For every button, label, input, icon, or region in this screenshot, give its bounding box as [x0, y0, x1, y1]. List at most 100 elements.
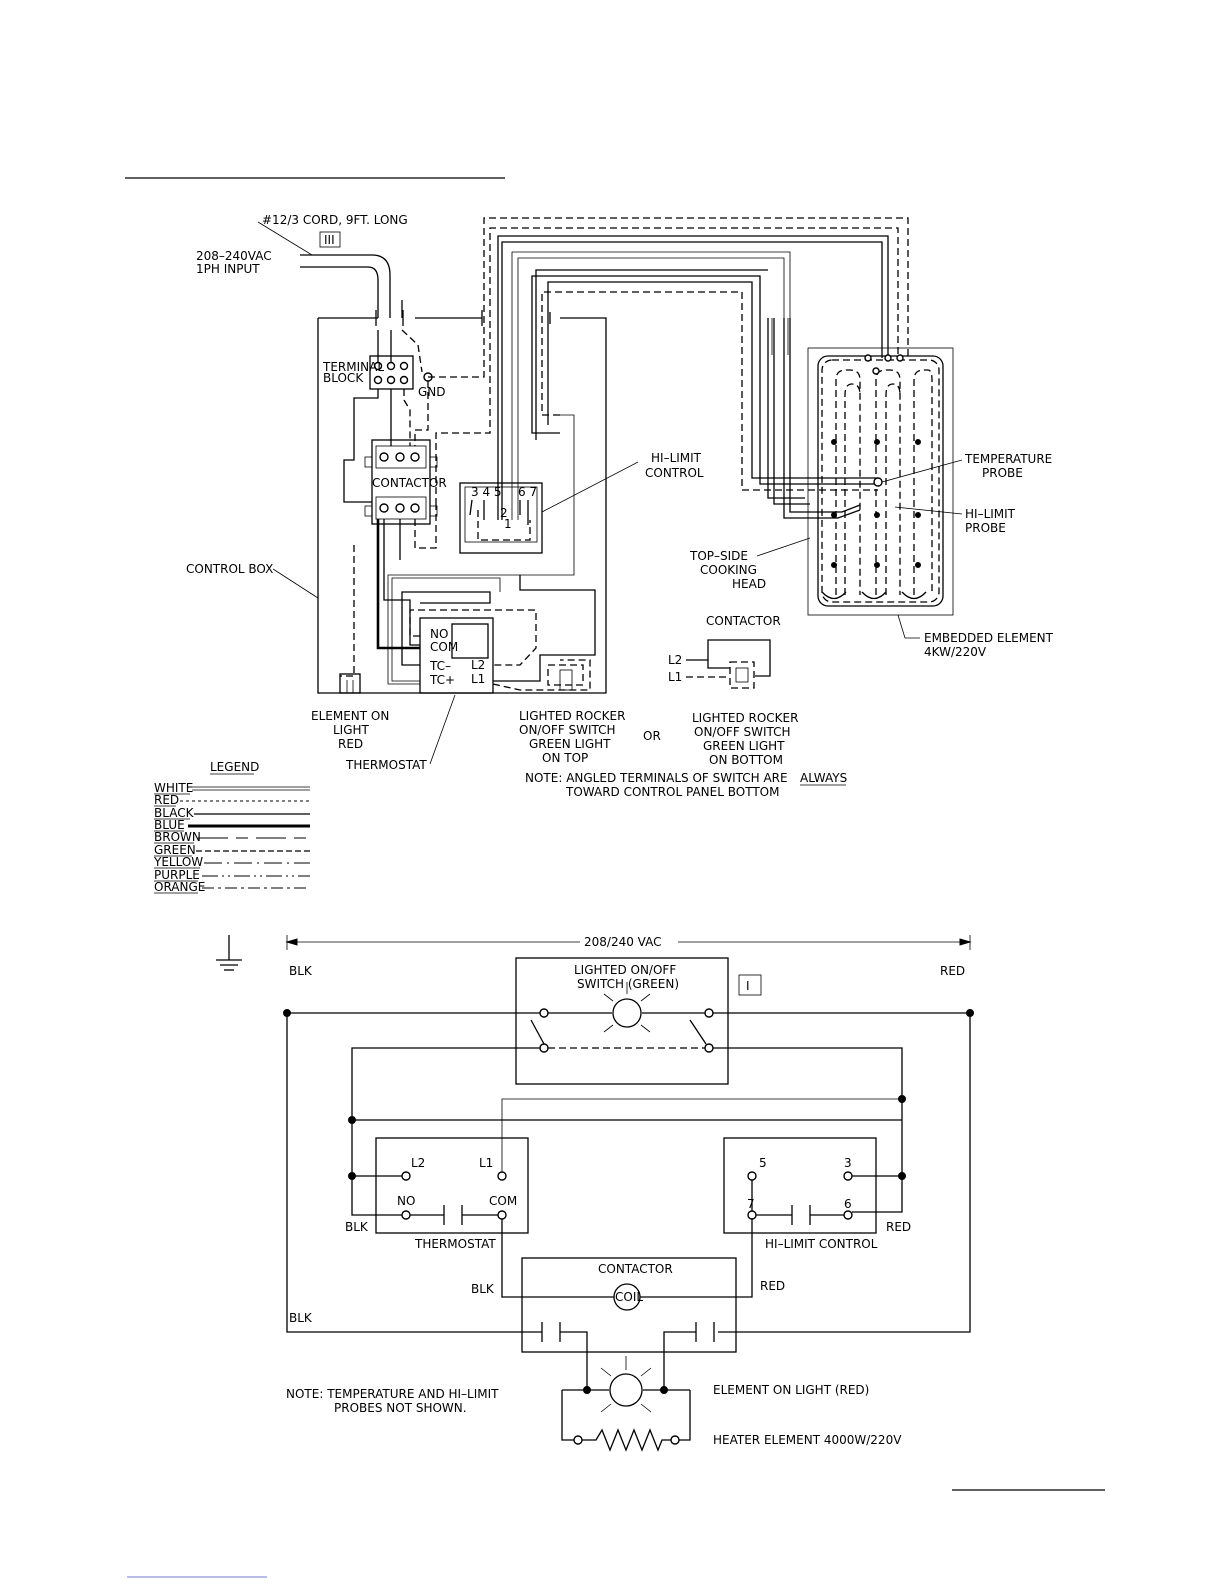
- temperature-probe-label-2: PROBE: [982, 466, 1023, 480]
- element-light-label-3: RED: [338, 737, 363, 751]
- svg-text:ORANGE: ORANGE: [154, 880, 205, 894]
- input-voltage: 208–240VAC: [196, 249, 272, 263]
- switch-label-2: SWITCH (GREEN): [577, 977, 679, 991]
- legend-item-red: RED: [154, 793, 310, 807]
- switch-note-line-2: TOWARD CONTROL PANEL BOTTOM: [565, 785, 779, 799]
- rocker-switch-top: [547, 664, 584, 686]
- rocker-bottom-label-3: GREEN LIGHT: [703, 739, 785, 753]
- hi-limit-schematic-box: [723, 1137, 877, 1234]
- thermostat-l1-label: L1: [471, 672, 485, 686]
- hi-limit-3: 3: [844, 1156, 852, 1170]
- legend-item-yellow: YELLOW: [153, 855, 310, 869]
- thermostat-label: THERMOSTAT: [345, 758, 427, 772]
- cord-label: #12/3 CORD, 9FT. LONG: [262, 213, 408, 227]
- roman-marker-box: [319, 231, 341, 248]
- rocker-top-label-4: ON TOP: [542, 751, 588, 765]
- element-light-label-1: ELEMENT ON: [311, 709, 389, 723]
- legend: LEGEND WHITE RED BLACK BLUE BROWN: [153, 760, 310, 894]
- terminal-block-label-1: TERMINAL: [322, 360, 384, 374]
- contactor-body: [371, 439, 431, 525]
- rocker-bottom-label-2: ON/OFF SWITCH: [694, 725, 791, 739]
- thermostat-tcp-label: TC+: [429, 673, 455, 687]
- or-label: OR: [643, 729, 661, 743]
- thermostat-com: COM: [489, 1194, 517, 1208]
- svg-text:RED: RED: [154, 793, 179, 807]
- alt-l2-label: L2: [668, 653, 682, 667]
- switch-lamp-icon: [603, 982, 651, 1033]
- coil-label: COIL: [615, 1290, 643, 1304]
- supply-voltage-label: 208/240 VAC: [584, 935, 661, 949]
- hi-limit-label-2: CONTROL: [645, 466, 704, 480]
- rocker-top-label-1: LIGHTED ROCKER: [519, 709, 625, 723]
- input-phase: 1PH INPUT: [196, 262, 260, 276]
- schematic-diagram: 208/240 VAC BLK RED LIGHTED ON/OFF SWITC…: [216, 935, 974, 1452]
- element-light-icon: [600, 1356, 652, 1413]
- svg-text:GREEN: GREEN: [154, 843, 196, 857]
- power-cord: [300, 254, 391, 318]
- thermostat-tcm-label: TC–: [429, 659, 451, 673]
- hi-limit-term-2: 2: [500, 506, 508, 520]
- thermostat-schematic-box: [375, 1137, 529, 1234]
- rocker-top-label-2: ON/OFF SWITCH: [519, 723, 616, 737]
- hi-limit-schematic-label: HI–LIMIT CONTROL: [765, 1237, 878, 1251]
- hi-limit-term-1: 1: [504, 517, 512, 531]
- legend-item-orange: ORANGE: [154, 880, 310, 894]
- hi-limit-probe-label-1: HI–LIMIT: [965, 507, 1016, 521]
- bottom-blk-label: BLK: [289, 1311, 313, 1325]
- thermostat-no-label: NO: [430, 627, 448, 641]
- ground-icon: [216, 935, 242, 971]
- alt-l1-label: L1: [668, 670, 682, 684]
- rocker-bottom-label-4: ON BOTTOM: [709, 753, 783, 767]
- thermostat-schematic-label: THERMOSTAT: [414, 1237, 496, 1251]
- left-rail: [286, 1013, 542, 1333]
- contactor-blk: BLK: [471, 1282, 495, 1296]
- element-light-schematic-label: ELEMENT ON LIGHT (RED): [713, 1383, 869, 1397]
- svg-text:BROWN: BROWN: [154, 830, 201, 844]
- cooking-head-label-2: COOKING: [700, 563, 757, 577]
- thermostat-l2-label: L2: [471, 658, 485, 672]
- thermostat-blk: BLK: [345, 1220, 369, 1234]
- contactor-red: RED: [760, 1279, 785, 1293]
- embedded-element-label-2: 4KW/220V: [924, 645, 987, 659]
- cooking-head-label-3: HEAD: [732, 577, 766, 591]
- embedded-element-label-1: EMBEDDED ELEMENT: [924, 631, 1054, 645]
- legend-item-blue: BLUE: [154, 818, 310, 832]
- cord-leader: [257, 221, 313, 256]
- pictorial-diagram: #12/3 CORD, 9FT. LONG III 208–240VAC 1PH…: [186, 213, 1054, 799]
- hi-limit-red: RED: [886, 1220, 911, 1234]
- contactor-schematic-label: CONTACTOR: [598, 1262, 673, 1276]
- switch-note-line-1: NOTE: ANGLED TERMINALS OF SWITCH ARE: [525, 771, 788, 785]
- hi-limit-5: 5: [759, 1156, 767, 1170]
- terminal-block-label-2: BLOCK: [323, 371, 364, 385]
- switch-note-always: ALWAYS: [800, 771, 847, 785]
- hi-limit-6: 6: [844, 1197, 852, 1211]
- contactor-label: CONTACTOR: [372, 476, 447, 490]
- green-ground-wire: [428, 217, 909, 378]
- legend-item-white: WHITE: [154, 781, 310, 795]
- temperature-probe-symbol: [873, 477, 883, 487]
- hi-limit-label-1: HI–LIMIT: [651, 451, 702, 465]
- roman-marker-2: I: [746, 979, 750, 993]
- control-box: [317, 310, 607, 694]
- hi-limit-7: 7: [747, 1197, 755, 1211]
- hi-limit-control-box: [459, 482, 543, 554]
- rocker-switch-bottom: [729, 661, 755, 689]
- thermostat-body: [419, 617, 494, 694]
- legend-title: LEGEND: [210, 760, 259, 774]
- roman-marker-box-2: [738, 974, 762, 996]
- cooking-head-label-1: TOP–SIDE: [689, 549, 748, 563]
- cooking-head: [807, 347, 954, 616]
- control-box-label: CONTROL BOX: [186, 562, 273, 576]
- svg-text:YELLOW: YELLOW: [153, 855, 203, 869]
- svg-text:BLACK: BLACK: [154, 806, 195, 820]
- rocker-bottom-label-1: LIGHTED ROCKER: [692, 711, 798, 725]
- schematic-note-2: PROBES NOT SHOWN.: [334, 1401, 467, 1415]
- right-rail: [718, 1013, 971, 1333]
- lighted-switch-box: [515, 957, 729, 1085]
- heater-element-symbol: [582, 1428, 671, 1452]
- gnd-label: GND: [418, 385, 446, 399]
- legend-item-brown: BROWN: [154, 830, 310, 844]
- thermostat-com-label: COM: [430, 640, 458, 654]
- hi-limit-terms-345: 3 4 5: [471, 485, 502, 499]
